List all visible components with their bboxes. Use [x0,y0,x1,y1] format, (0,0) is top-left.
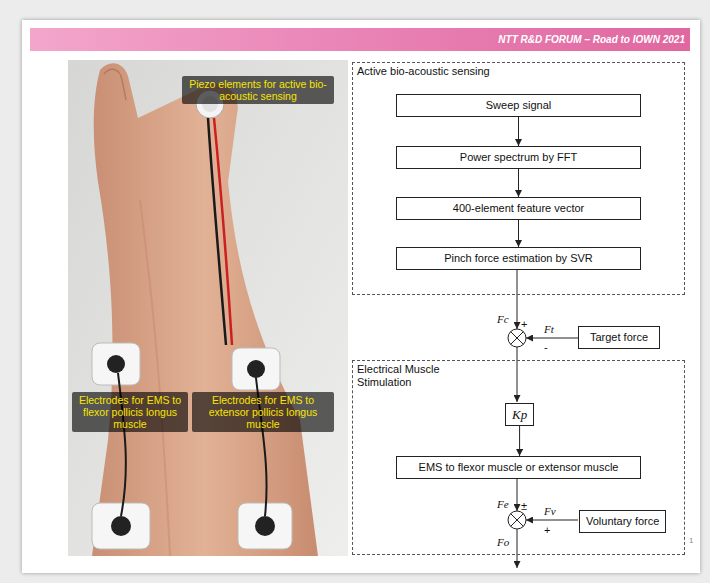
process-box: EMS to flexor muscle or extensor muscle [396,456,641,479]
signal-name: Fc [497,313,509,325]
arm-shading [140,200,170,556]
process-box: 400-element feature vector [396,197,641,220]
signal-line [526,338,578,339]
flow-arrow [518,169,519,197]
sign-mark: + [544,524,550,536]
box-label: Voluntary force [586,515,659,528]
signal-line [517,529,518,568]
signal-line [526,520,578,521]
signal-name: Ft [544,323,554,335]
group-title: Electrical Muscle Stimulation [353,361,461,391]
ems-electrode [92,503,150,549]
dashed-group: Electrical Muscle StimulationKpEMS to fl… [352,360,685,555]
box-label: EMS to flexor muscle or extensor muscle [419,461,619,474]
sign-mark: ± [521,500,527,512]
signal-name: Fe [497,498,509,510]
gain-box: Kp [505,403,534,426]
flow-arrow [518,117,519,146]
electrode-snap [255,516,275,536]
junction-cross [511,332,524,345]
box-label: Kp [512,408,527,421]
signal-line [517,478,518,511]
box-label: Pinch force estimation by SVR [444,252,593,265]
photo-callout: Electrodes for EMS to flexor pollicis lo… [72,392,188,432]
photo-callout: Piezo elements for active bio-acoustic s… [182,76,334,104]
process-box: Sweep signal [396,94,641,117]
thumb-outline [104,69,126,100]
ems-electrode [92,343,140,385]
sign-mark: + [521,318,527,330]
header-band [30,28,690,51]
box-label: 400-element feature vector [453,202,584,215]
group-title: Active bio-acoustic sensing [353,63,561,80]
electrode-snap [247,360,265,378]
black-wire [208,118,226,345]
photo-callout: Electrodes for EMS to extensor pollicis … [192,392,334,432]
sign-mark: - [544,341,548,353]
summing-junction [508,511,526,529]
process-box: Pinch force estimation by SVR [396,247,641,270]
summing-junction [508,329,526,347]
header-title: NTT R&D FORUM – Road to IOWN 2021 [430,34,685,46]
electrode-snap [107,355,125,373]
electrode-snap [111,516,131,536]
process-box: Power spectrum by FFT [396,146,641,169]
input-box: Target force [578,326,660,349]
page-number: 1 [689,536,693,545]
photo-background [68,60,348,556]
arm-photo [92,63,318,556]
signal-line [517,269,518,329]
flow-arrow [519,426,520,456]
input-box: Voluntary force [579,510,666,533]
box-label: Target force [590,331,648,344]
box-label: Power spectrum by FFT [460,151,577,164]
signal-name: Fv [544,505,556,517]
junction-cross [511,514,524,527]
box-label: Sweep signal [486,99,551,112]
flow-arrow [518,220,519,247]
dashed-group: Active bio-acoustic sensingSweep signalP… [352,62,685,295]
signal-name: Fo [497,536,509,548]
signal-line [517,347,518,402]
